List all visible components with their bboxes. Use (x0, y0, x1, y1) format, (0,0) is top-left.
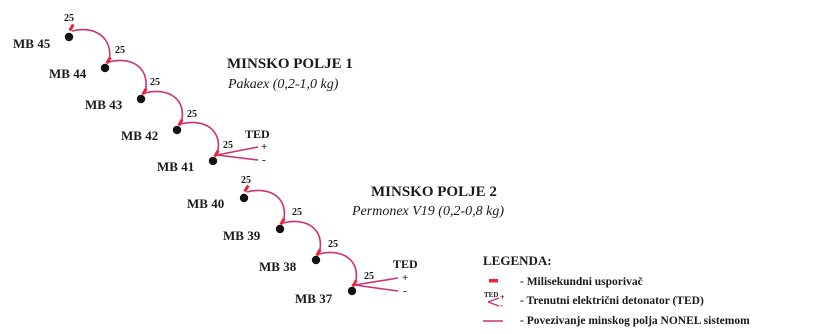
mine-field-1: 25 25 25 25 25 MB 45 MB 44 MB 43 MB 42 M… (13, 13, 353, 174)
delay-label: 25 (223, 140, 233, 151)
hole-label: MB 38 (259, 259, 297, 274)
blast-hole (311, 255, 321, 265)
legend: LEGENDA: - Milisekundni usporivač TED + … (483, 253, 750, 327)
ted-wire-2 (354, 277, 399, 292)
ted-minus: - (403, 285, 407, 297)
delay-label: 25 (150, 77, 160, 88)
hole-label: MB 44 (49, 66, 87, 81)
blast-hole (347, 286, 357, 296)
relay-icon (489, 279, 498, 283)
nonel-connection-42-41 (180, 121, 220, 156)
ted-plus: + (402, 272, 408, 284)
hole-label: MB 42 (121, 128, 158, 143)
delay-relay-icon (68, 23, 75, 32)
delay-label: 25 (187, 109, 197, 120)
delay-label: 25 (364, 271, 374, 282)
ted-detonator-icon: TED + - (484, 291, 505, 310)
field-subtitle: Permonex V19 (0,2-0,8 kg) (351, 204, 504, 219)
blast-hole (136, 94, 146, 104)
blast-hole (208, 156, 218, 166)
nonel-connection-40-39 (246, 189, 286, 224)
nonel-connection-43-42 (144, 90, 184, 125)
hole-label: MB 41 (157, 159, 194, 174)
delay-relay-icon (315, 248, 322, 257)
ted-plus: + (261, 141, 267, 153)
ted-label: TED (245, 127, 270, 141)
hole-label: MB 43 (85, 97, 123, 112)
blast-hole (64, 32, 74, 42)
hole-label: MB 45 (13, 36, 51, 51)
delay-relay-icon (351, 279, 358, 288)
delay-relay-icon (105, 56, 112, 65)
delay-label: 25 (64, 13, 74, 24)
delay-label: 25 (241, 175, 251, 186)
nonel-connection-45-44 (71, 28, 111, 63)
hole-label: MB 37 (295, 291, 333, 306)
blast-hole (239, 193, 249, 203)
ted-wire-1 (216, 146, 259, 161)
delay-relay-icon (141, 87, 148, 96)
delay-label: 25 (328, 239, 338, 250)
nonel-connection-39-38 (282, 220, 322, 255)
nonel-connection-38-37 (318, 251, 358, 286)
legend-item-text: - Povezivanje minskog polja NONEL sistem… (520, 315, 750, 327)
delay-label: 25 (115, 45, 125, 56)
legend-item-text: - Milisekundni usporivač (520, 276, 643, 288)
field-title: MINSKO POLJE 1 (227, 56, 353, 72)
svg-text:-: - (500, 301, 503, 310)
delay-relay-icon (243, 184, 250, 193)
blast-hole (275, 224, 285, 234)
nonel-connection-44-43 (108, 59, 147, 94)
hole-label: MB 40 (187, 196, 224, 211)
hole-label: MB 39 (223, 228, 261, 243)
delay-relay-icon (177, 118, 184, 127)
delay-relay-icon (279, 217, 286, 226)
legend-title: LEGENDA: (483, 253, 552, 268)
delay-label: 25 (292, 207, 302, 218)
blast-hole (100, 63, 110, 73)
ted-label: TED (393, 257, 418, 271)
mine-field-2: 25 25 25 25 MB 40 MB 39 MB 38 MB 37 TED … (187, 175, 504, 306)
blast-hole (172, 125, 182, 135)
field-subtitle: Pakaex (0,2-1,0 kg) (227, 77, 339, 92)
legend-item-text: - Trenutni električni detonator (TED) (520, 295, 704, 307)
delay-relay-icon (213, 149, 220, 158)
ted-minus: - (262, 154, 266, 166)
field-title: MINSKO POLJE 2 (371, 184, 497, 200)
svg-text:+: + (500, 293, 505, 302)
ted-icon-text: TED (484, 291, 498, 299)
